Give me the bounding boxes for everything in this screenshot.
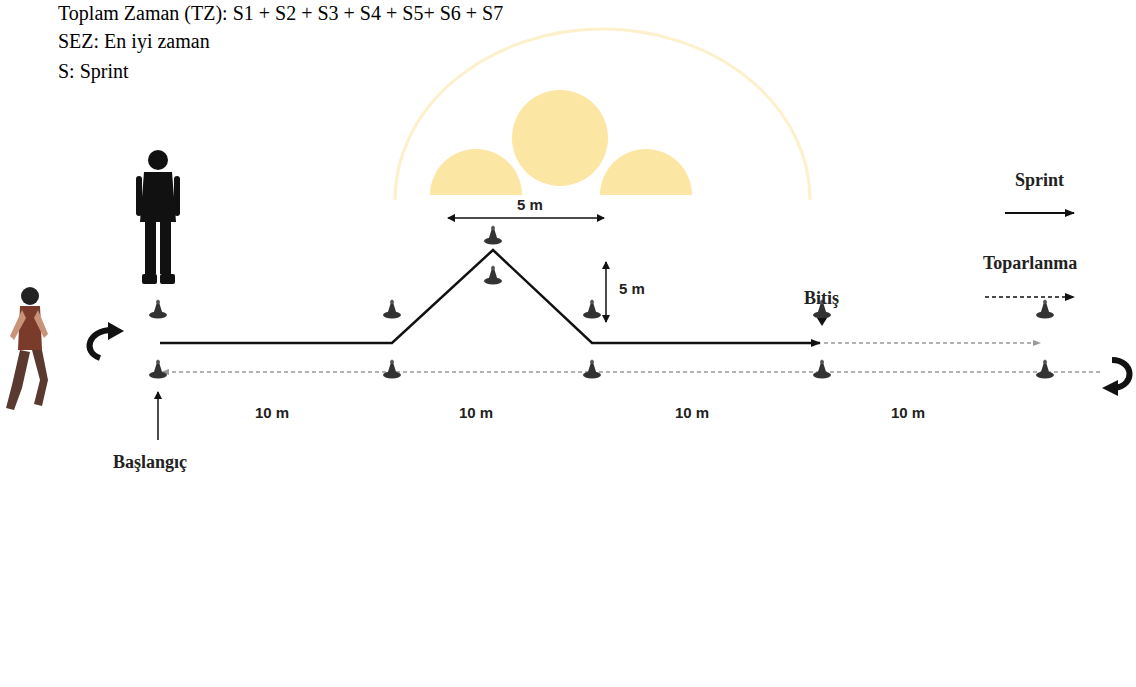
player-figure [6,287,48,410]
heading-note: SEZ: En iyi zaman [58,30,210,53]
dimension-label: 5 m [619,280,645,297]
legend-recovery-line [985,296,1074,298]
heading-note: S: Sprint [58,60,129,83]
start-label: Başlangıç [113,452,187,473]
cones [149,225,1054,379]
dimension-arrow [448,217,604,219]
dimension-label: 10 m [891,404,925,421]
dimension-label: 10 m [675,404,709,421]
dimension-label: 10 m [459,404,493,421]
finish-pointer [817,318,827,326]
referee-figure [136,150,180,284]
recovery-path [824,342,1040,344]
legend-text: Toparlanma [983,253,1077,274]
watermark-logo [395,29,810,200]
dimension-label: 10 m [255,404,289,421]
legend-text: Sprint [1015,170,1064,191]
dimension-label: 5 m [517,196,543,213]
legend-sprint-line [1005,212,1074,214]
sprint-path [160,250,820,343]
heading-formula: Toplam Zaman (TZ): S1 + S2 + S3 + S4 + S… [58,2,503,25]
recovery-return-path [162,371,1100,373]
start-arrow [157,392,159,440]
finish-label: Bitiş [804,288,839,309]
dimension-arrow [605,262,607,322]
